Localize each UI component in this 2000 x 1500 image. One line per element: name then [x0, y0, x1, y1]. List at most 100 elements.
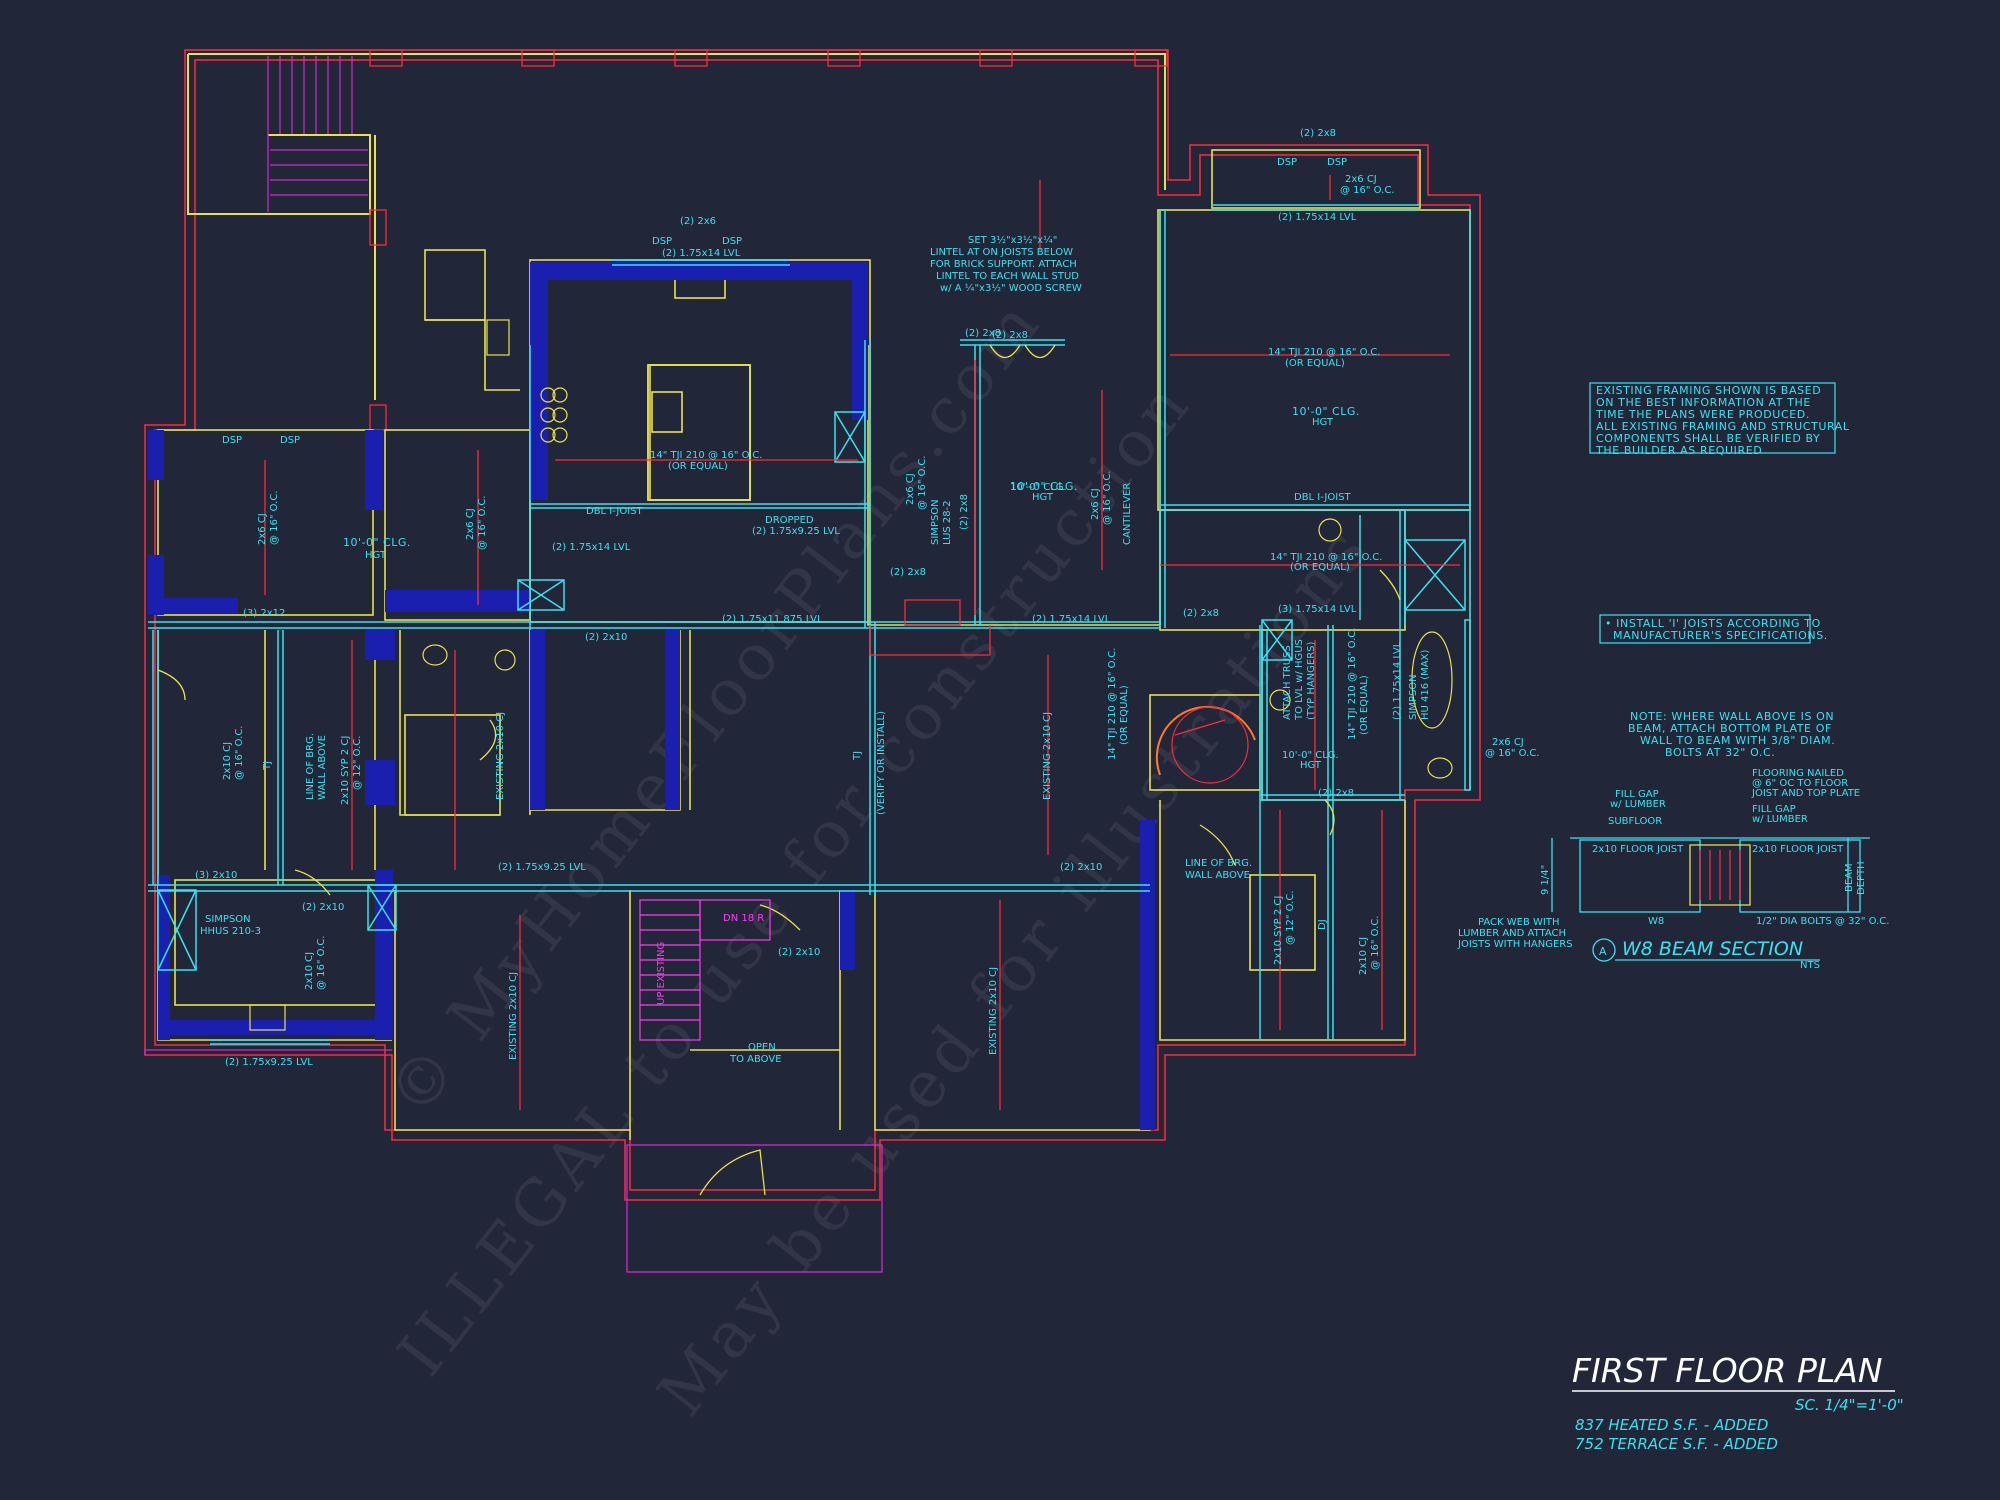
depth-right-label-2: DEPTH	[1856, 861, 1867, 895]
label-oc: @ 16" O.C.	[917, 456, 928, 511]
label-hgt: HGT	[1300, 760, 1322, 771]
framing-lines	[148, 204, 1471, 1045]
label-2x10: (2) 2x10	[585, 632, 627, 643]
label-simpson: SIMPSON	[930, 499, 941, 545]
fill-gap-right-1: FILL GAP	[1752, 804, 1796, 815]
label-2x10: (2) 2x10	[778, 947, 820, 958]
lintel-note-2: LINTEL AT ON JOISTS BELOW	[930, 247, 1073, 258]
flooring-label-1: FLOORING NAILED	[1752, 768, 1844, 779]
label-2x8: (2) 2x8	[1318, 788, 1354, 799]
label-dsp: DSP	[222, 435, 242, 446]
w8-label: W8	[1648, 916, 1664, 927]
label-hangers: (TYP HANGERS)	[1306, 641, 1317, 720]
existing-framing-note-5: COMPONENTS SHALL BE VERIFIED BY	[1596, 432, 1820, 445]
label-lus: LUS 28-2	[942, 500, 953, 545]
label-line-brg: LINE OF BRG.	[305, 733, 316, 800]
joist-left-label: 2x10 FLOOR JOIST	[1592, 844, 1684, 855]
label-wall-above: WALL ABOVE	[317, 735, 328, 800]
label-cj: 2x6 CJ	[1090, 488, 1101, 520]
beam-section-detail	[1551, 837, 1870, 962]
label-tji-2: 14" TJI 210 @ 16" O.C.	[1270, 552, 1382, 563]
label-tji: 14" TJI 210 @ 16" O.C.	[1107, 648, 1118, 760]
lintel-note-4: LINTEL TO EACH WALL STUD	[936, 271, 1079, 282]
label-lvl-14: (2) 1.75x14 LVL	[1032, 614, 1111, 625]
label-2x8: (2) 2x8	[1183, 608, 1219, 619]
label-clg: 10'-0" CLG.	[1292, 405, 1360, 418]
label-hgt: HGT	[1312, 417, 1334, 428]
label-clg: 10'-0" CLG.	[1010, 480, 1078, 493]
fixtures	[249, 319, 1453, 1031]
label-line-brg: LINE OF BRG.	[1185, 858, 1252, 869]
wall-above-note-3: WALL TO BEAM WITH 3/8" DIAM.	[1640, 734, 1835, 747]
label-cj: 2x6 CJ	[1345, 174, 1377, 185]
pack-web-1: PACK WEB WITH	[1478, 917, 1559, 928]
porch-outline	[144, 1049, 883, 1273]
label-existing-cj: EXISTING 2x10 CJ	[1042, 712, 1053, 800]
label-typ: 2x10 SYP 2 CJ	[340, 736, 351, 805]
label-lvl: (2) 1.75x14 LVL	[552, 542, 631, 553]
label-hu: HU 416 (MAX)	[1420, 649, 1431, 720]
wall-above-note-2: BEAM, ATTACH BOTTOM PLATE OF	[1628, 722, 1832, 735]
plan-scale: SC. 1/4"=1'-0"	[1795, 1396, 1904, 1414]
label-oc12: @ 12" O.C.	[1285, 891, 1296, 946]
title-block: FIRST FLOOR PLAN SC. 1/4"=1'-0" 837 HEAT…	[1572, 1351, 1904, 1453]
label-lvl-v: (2) 1.75x14 LVL	[1392, 641, 1403, 720]
plan-title: FIRST FLOOR PLAN	[1572, 1351, 1883, 1390]
door-swings	[157, 344, 1401, 1196]
label-lvl-11875: (2) 1.75x11.875 LVL	[722, 614, 823, 625]
label-2x8-top: (2) 2x8	[1300, 128, 1336, 139]
pack-web-3: JOISTS WITH HANGERS	[1457, 939, 1573, 950]
depth-right-label-1: BEAM	[1844, 863, 1855, 892]
label-clg: 10'-0" CLG.	[1010, 482, 1067, 493]
lintel-note-3: FOR BRICK SUPPORT. ATTACH	[930, 259, 1077, 270]
label-dropped: DROPPED	[765, 515, 814, 526]
label-or-equal: (OR EQUAL)	[1290, 562, 1350, 573]
label-cj: 2x10 CJ	[222, 742, 233, 780]
existing-framing-note-2: ON THE BEST INFORMATION AT THE	[1596, 396, 1811, 409]
label-dbl-ijoist: DBL I-JOIST	[586, 506, 644, 517]
label-attach: ATTACH TRUSS	[1282, 645, 1293, 720]
label-oc12: @ 12" O.C.	[352, 736, 363, 791]
bolts-label: 1/2" DIA BOLTS @ 32" O.C.	[1756, 916, 1889, 927]
beam-section-labels: FILL GAP w/ LUMBER SUBFLOOR FLOORING NAI…	[1457, 768, 1889, 971]
label-cj: 2x6 CJ	[257, 513, 268, 545]
label-2x8: (2) 2x8	[992, 330, 1028, 341]
terrace-stairs	[267, 56, 368, 212]
label-wall-above: WALL ABOVE	[1185, 870, 1250, 881]
label-open: OPEN	[748, 1042, 776, 1053]
joist-right-label: 2x10 FLOOR JOIST	[1752, 844, 1844, 855]
label-or-equal: (OR EQUAL)	[668, 461, 728, 472]
label-dropped-lvl: (2) 1.75x9.25 LVL	[752, 526, 840, 537]
label-cantilever: CANTILEVER	[1122, 483, 1133, 545]
fill-gap-right-2: w/ LUMBER	[1752, 814, 1808, 825]
tji-note-2: MANUFACTURER'S SPECIFICATIONS.	[1613, 629, 1828, 642]
label-up: UP EXISTING	[656, 942, 667, 1005]
label-oc: @ 16" O.C.	[1485, 748, 1540, 759]
label-cj: 2x10 CJ	[304, 952, 315, 990]
fireplace	[869, 599, 991, 656]
existing-framing-note-4: ALL EXISTING FRAMING AND STRUCTURAL	[1596, 420, 1850, 433]
note-frames	[1589, 382, 1836, 644]
label-clg: 10'-0" CLG.	[343, 536, 411, 549]
fill-gap-left-2: w/ LUMBER	[1610, 799, 1666, 810]
label-2x8: (2) 2x8	[890, 567, 926, 578]
label-clg: 10'-0" CLG.	[1282, 750, 1339, 761]
general-notes: EXISTING FRAMING SHOWN IS BASED ON THE B…	[1595, 384, 1850, 759]
label-hhus: HHUS 210-3	[200, 926, 261, 937]
label-cj: 2x6 CJ	[465, 508, 476, 540]
label-dn: DN 18 R	[723, 913, 764, 924]
label-dsp: DSP	[1277, 157, 1297, 168]
label-oc: @ 16" O.C.	[477, 496, 488, 551]
label-2x8: (2) 2x8	[965, 328, 1001, 339]
label-simpson: SIMPSON	[205, 914, 251, 925]
label-lvl-925: (2) 1.75x9.25 LVL	[498, 862, 586, 873]
wall-above-note-4: BOLTS AT 32" O.C.	[1665, 746, 1775, 759]
label-lvl: (2) 1.75x14 LVL	[662, 248, 741, 259]
label-oc: @ 16" O.C.	[1102, 471, 1113, 526]
label-3lvl: (3) 1.75x14 LVL	[1278, 604, 1357, 615]
label-2x10: (2) 2x10	[302, 902, 344, 913]
label-tj: TJ	[852, 751, 863, 761]
terrace-area: 752 TERRACE S.F. - ADDED	[1575, 1435, 1778, 1453]
label-existing: EXISTING 2x10 CJ	[508, 972, 519, 1060]
label-oc: @ 16" O.C.	[1340, 185, 1395, 196]
